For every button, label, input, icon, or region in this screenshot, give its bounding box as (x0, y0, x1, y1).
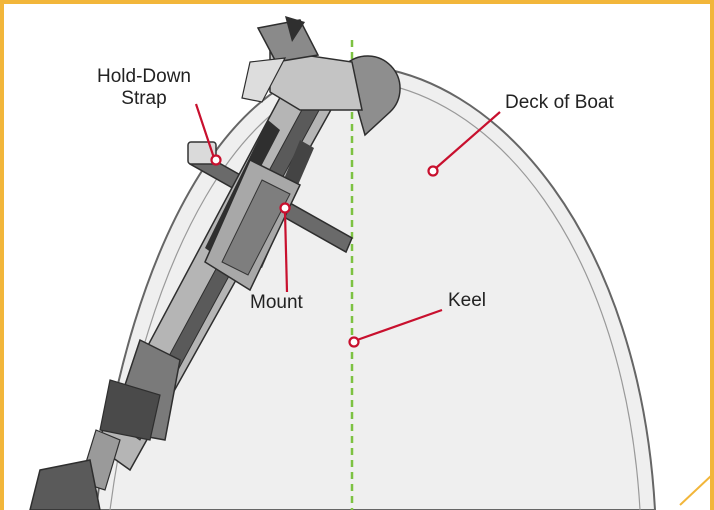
callout-keel (348, 308, 443, 348)
hold-down-strap-label-line2: Strap (121, 88, 167, 109)
callout-mount (279, 202, 291, 293)
trolling-motor (29, 16, 401, 510)
keel-label: Keel (448, 290, 487, 311)
hold-down-strap-label-line1: Hold-Down (97, 66, 191, 87)
motor-head (241, 16, 401, 137)
mount-label: Mount (250, 292, 303, 313)
hold-down-strap-label: Hold-Down Strap (84, 66, 204, 110)
callout-deck (427, 111, 501, 177)
motor-lower-unit (29, 338, 181, 510)
callout-hold-down-strap (194, 103, 222, 166)
corner-accent (679, 474, 713, 506)
deck-label: Deck of Boat (505, 92, 614, 113)
mount-bracket (204, 158, 301, 292)
